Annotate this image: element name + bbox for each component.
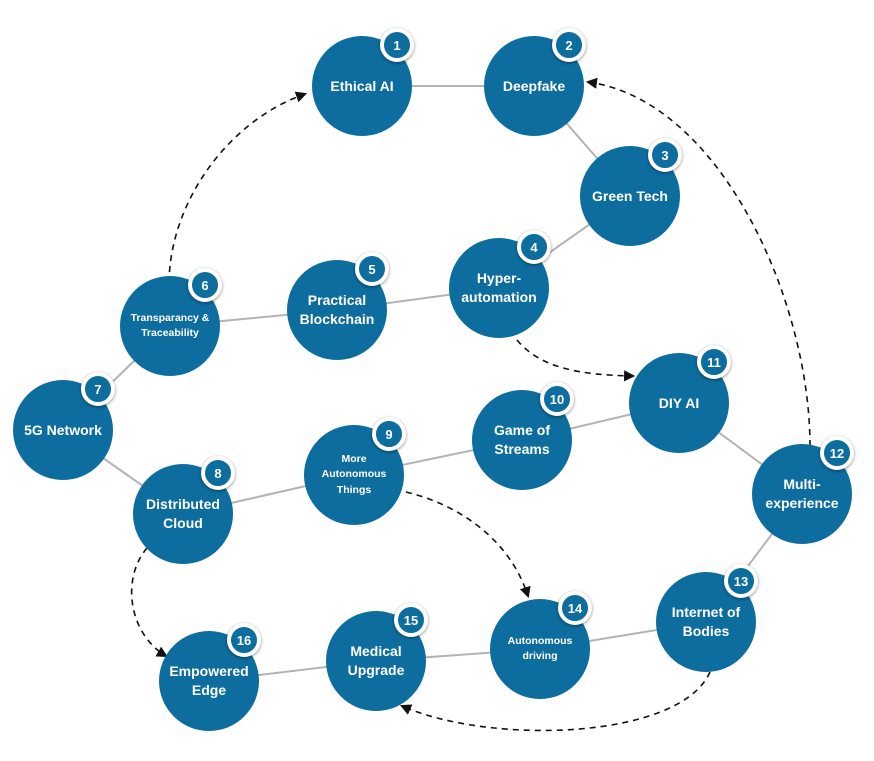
arrow-6-1	[168, 91, 308, 284]
arrow-13-15	[399, 671, 711, 732]
node-label: Game of Streams	[493, 422, 550, 457]
node-number-badge: 9	[372, 417, 406, 451]
node-number-badge: 13	[724, 564, 758, 598]
node-label: Internet of Bodies	[671, 604, 741, 639]
node-number-badge: 12	[820, 436, 854, 470]
node-number-badge: 14	[558, 591, 592, 625]
arrow-9-14	[405, 491, 531, 599]
node-label: Empowered Edge	[169, 663, 249, 698]
node-label: Ethical AI	[330, 77, 394, 94]
arrow-12-2	[585, 77, 811, 447]
node-label: Multi- experience	[765, 476, 839, 511]
node-number-badge: 5	[355, 252, 389, 286]
node-label: DIY AI	[658, 394, 700, 411]
node-number-badge: 1	[380, 28, 414, 62]
node-number-badge: 7	[81, 372, 115, 406]
node-number-badge: 2	[552, 28, 586, 62]
node-number-badge: 3	[648, 138, 682, 172]
node-label: Transparancy & Traceability	[130, 311, 210, 339]
node-label: Green Tech	[592, 187, 668, 204]
node-number-badge: 4	[517, 230, 551, 264]
node-14[interactable]: Autonomous driving	[490, 599, 590, 699]
node-label: 5G Network	[24, 421, 102, 438]
node-16[interactable]: Empowered Edge	[159, 631, 259, 731]
arrow-8-16	[130, 547, 168, 658]
node-label: Medical Upgrade	[347, 643, 405, 678]
node-number-badge: 10	[540, 382, 574, 416]
node-number-badge: 16	[227, 623, 261, 657]
node-label: Distributed Cloud	[146, 496, 220, 531]
node-label: Autonomous driving	[507, 634, 573, 662]
node-label: Hyper- automation	[461, 270, 537, 305]
node-label: Deepfake	[502, 77, 566, 94]
node-number-badge: 8	[201, 456, 235, 490]
arrow-4-11	[516, 339, 636, 382]
node-label: More Autonomous Things	[321, 453, 387, 496]
node-number-badge: 15	[394, 603, 428, 637]
node-number-badge: 6	[188, 268, 222, 302]
node-label: Practical Blockchain	[299, 292, 375, 327]
node-number-badge: 11	[697, 345, 731, 379]
